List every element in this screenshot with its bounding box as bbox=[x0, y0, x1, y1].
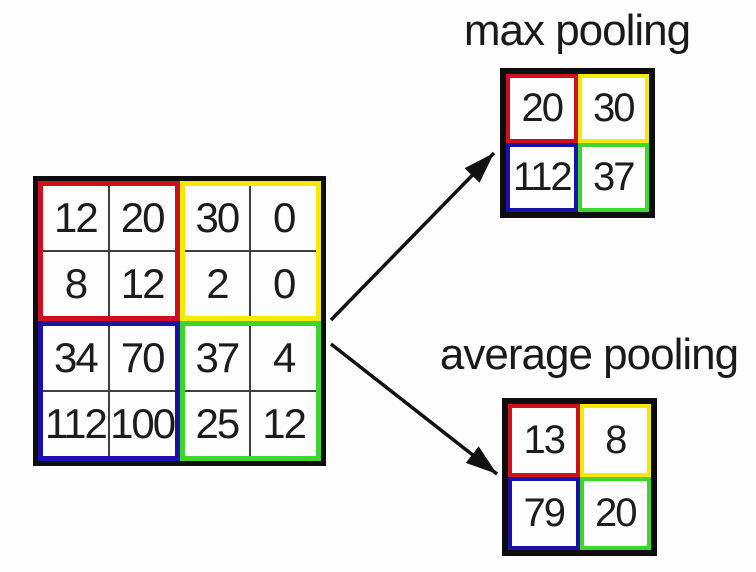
matrix-cell: 25 bbox=[184, 392, 250, 456]
matrix-cell: 8 bbox=[579, 404, 651, 477]
matrix-cell: 0 bbox=[251, 186, 316, 250]
max-pooling-title: max pooling bbox=[463, 6, 691, 55]
input-matrix: 12 20 8 12 30 0 2 0 34 70 112 100 37 4 2… bbox=[33, 176, 326, 466]
matrix-cell: 79 bbox=[508, 477, 580, 550]
matrix-cell: 112 bbox=[506, 143, 578, 212]
quadrant-top-left: 12 20 8 12 bbox=[38, 181, 180, 321]
matrix-cell: 112 bbox=[43, 392, 108, 456]
matrix-cell: 2 bbox=[184, 252, 250, 316]
matrix-cell: 12 bbox=[109, 252, 175, 316]
matrix-cell: 30 bbox=[577, 74, 649, 143]
quadrant-bottom-right: 37 4 25 12 bbox=[179, 321, 321, 461]
matrix-cell: 13 bbox=[508, 404, 580, 477]
matrix-cell: 70 bbox=[109, 326, 175, 390]
matrix-cell: 30 bbox=[184, 186, 250, 250]
max-pooling-matrix: 20 30 112 37 bbox=[500, 68, 655, 218]
matrix-cell: 20 bbox=[506, 74, 578, 143]
matrix-cell: 20 bbox=[109, 186, 175, 250]
arrow-to-max-pooling bbox=[329, 151, 496, 322]
matrix-cell: 34 bbox=[43, 326, 108, 390]
matrix-cell: 20 bbox=[579, 477, 651, 550]
matrix-cell: 0 bbox=[251, 252, 316, 316]
average-pooling-matrix: 13 8 79 20 bbox=[502, 398, 657, 556]
matrix-cell: 12 bbox=[251, 392, 316, 456]
matrix-cell: 100 bbox=[109, 392, 176, 456]
average-pooling-title: average pooling bbox=[439, 330, 739, 379]
quadrant-top-right: 30 0 2 0 bbox=[179, 181, 321, 321]
matrix-cell: 37 bbox=[577, 143, 649, 212]
matrix-cell: 37 bbox=[184, 326, 250, 390]
matrix-cell: 8 bbox=[43, 252, 108, 316]
matrix-cell: 4 bbox=[251, 326, 316, 390]
quadrant-bottom-left: 34 70 112 100 bbox=[38, 321, 180, 461]
matrix-cell: 12 bbox=[43, 186, 108, 250]
